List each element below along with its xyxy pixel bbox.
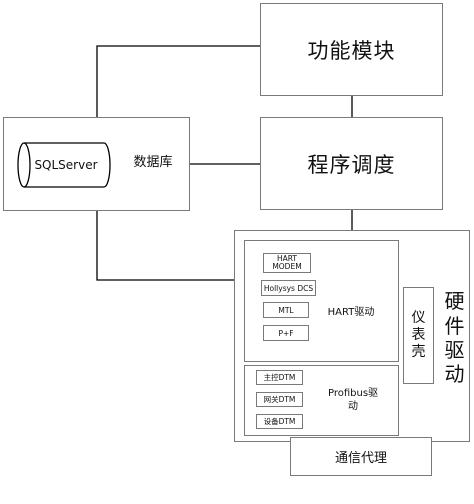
comm-proxy-box [290, 437, 432, 476]
database-label: 数据库 [133, 154, 173, 170]
hardware-driver-label: 硬 件 驱 动 [440, 283, 470, 393]
db-to-hardware-line [96, 210, 234, 281]
meter-shell-char-3: 壳 [411, 344, 426, 361]
hart-item-pf: P+F [278, 328, 294, 338]
hardware-driver-char-3: 驱 [444, 338, 466, 362]
profibus-item-master-dtm: 主控DTM [263, 373, 296, 382]
hardware-driver-char-2: 件 [444, 313, 466, 338]
scheduler-label: 程序调度 [307, 152, 396, 177]
hart-item-hart-modem-box [263, 253, 311, 273]
profibus-item-device-dtm: 设备DTM [263, 417, 296, 426]
hart-item-hart-modem: HART MODEM [272, 253, 302, 271]
function-module-label: 功能模块 [307, 38, 396, 63]
db-to-function-module-line [96, 45, 260, 117]
hardware-driver-char-1: 硬 [444, 289, 466, 314]
hart-driver-label: HART驱动 [327, 306, 375, 318]
hart-item-hollysys-box [261, 280, 316, 296]
hart-item-mtl-box [263, 302, 309, 318]
profibus-driver-label: Profibus驱 动 [320, 386, 386, 414]
sqlserver-label: SQLServer [34, 158, 98, 172]
profibus-item-device-box [256, 414, 303, 429]
profibus-item-master-box [256, 370, 303, 385]
meter-shell-label: 仪 表 壳 [403, 287, 434, 384]
scheduler-box [260, 117, 443, 210]
function-module-box [260, 3, 443, 96]
meter-shell-box [403, 287, 434, 384]
comm-proxy-label: 通信代理 [334, 451, 387, 466]
profibus-item-gateway-box [256, 392, 303, 407]
profibus-driver-label-line-1: Profibus驱 [327, 387, 379, 399]
meter-shell-char-1: 仪 [411, 309, 426, 326]
hart-item-hollysys: Hollysys DCS [263, 283, 314, 293]
profibus-item-gateway-dtm: 网关DTM [263, 395, 296, 404]
hart-item-pf-box [263, 325, 309, 341]
meter-shell-char-2: 表 [411, 326, 426, 343]
hardware-driver-char-4: 动 [444, 362, 466, 387]
hart-item-mtl: MTL [278, 305, 294, 315]
profibus-driver-label-line-2: 动 [348, 401, 358, 412]
